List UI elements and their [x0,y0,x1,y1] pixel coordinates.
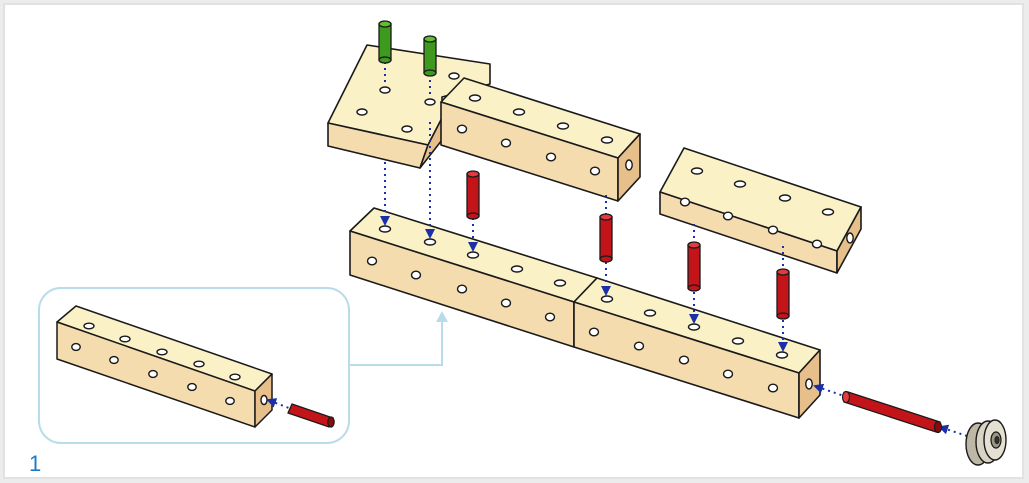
base-right-top-hole [775,351,789,359]
assembly-diagram [38,20,1007,466]
upper-right-top-hole [778,194,792,202]
base-left-front-hole [410,270,422,280]
red-peg [599,213,613,263]
red-axle [841,390,943,434]
detail-guide-line [266,398,295,411]
base-left-top-hole [510,265,524,273]
upper-middle-front-hole [545,152,557,162]
base-right-front-hole [678,355,690,365]
l-plate-hole [356,108,368,116]
upper-middle-top-hole [556,122,570,130]
l-plate-hole [424,98,436,106]
base-left-front-hole [544,312,556,322]
upper-right-front-hole [811,239,823,249]
upper-right-end-hole [846,232,854,244]
detail-front-hole [187,382,197,392]
upper-right-front-hole [722,211,734,221]
l-plate-hole [448,72,460,80]
l-plate [327,44,491,169]
red-peg [776,268,790,320]
callout-leader-line [349,318,443,366]
detail-block [56,305,335,428]
guide-line [938,424,968,437]
detail-top-hole [229,373,241,381]
red-peg [687,241,701,292]
upper-middle-front-hole [589,166,601,176]
detail-top-hole [83,322,95,330]
base-block-left [349,207,598,348]
l-plate-hole [379,86,391,94]
base-left-top-hole [378,225,392,233]
detail-front-hole [148,369,158,379]
detail-end-hole [260,394,268,406]
instruction-panel: 1 [3,3,1024,479]
upper-right-top-hole [733,180,747,188]
detail-front-hole [109,355,119,365]
upper-middle-top-hole [600,136,614,144]
base-left-top-hole [423,238,437,246]
base-right-front-hole [722,369,734,379]
base-left-top-hole [466,251,480,259]
upper-right-top-hole [690,167,704,175]
detail-red-peg [287,403,335,428]
upper-block-middle [440,77,641,202]
base-right-front-hole [633,341,645,351]
base-right-front-hole [588,327,600,337]
red-peg [466,170,480,220]
base-right-front-hole [767,383,779,393]
base-left-front-hole [500,298,512,308]
base-right-top-hole [731,337,745,345]
detail-callout [38,287,448,444]
green-peg [378,20,392,64]
base-left-front-hole [366,256,378,266]
upper-right-top-hole [821,208,835,216]
green-peg [423,35,437,77]
detail-front-hole [71,342,81,352]
wheel [965,419,1007,466]
upper-middle-front-hole [456,124,468,134]
step-number: 1 [29,451,42,476]
base-right-top-hole [643,309,657,317]
base-left-front-hole [456,284,468,294]
upper-middle-top-hole [512,108,526,116]
detail-top-hole [193,360,205,368]
base-right-top-hole [687,323,701,331]
base-block-right [573,277,821,419]
detail-top-hole [156,348,168,356]
base-right-top-hole [600,295,614,303]
base-left-top-hole [553,279,567,287]
l-plate-hole [401,125,413,133]
upper-block-right [659,147,862,274]
upper-right-front-hole [767,225,779,235]
detail-top-hole [119,335,131,343]
upper-right-front-hole [679,197,691,207]
upper-middle-front-hole [500,138,512,148]
upper-middle-end-hole [625,159,633,171]
callout-leader-arrow [436,311,448,322]
guide-lines [380,62,968,437]
base-right-end-hole [805,378,813,390]
detail-front-hole [225,396,235,406]
upper-middle-top-hole [468,94,482,102]
